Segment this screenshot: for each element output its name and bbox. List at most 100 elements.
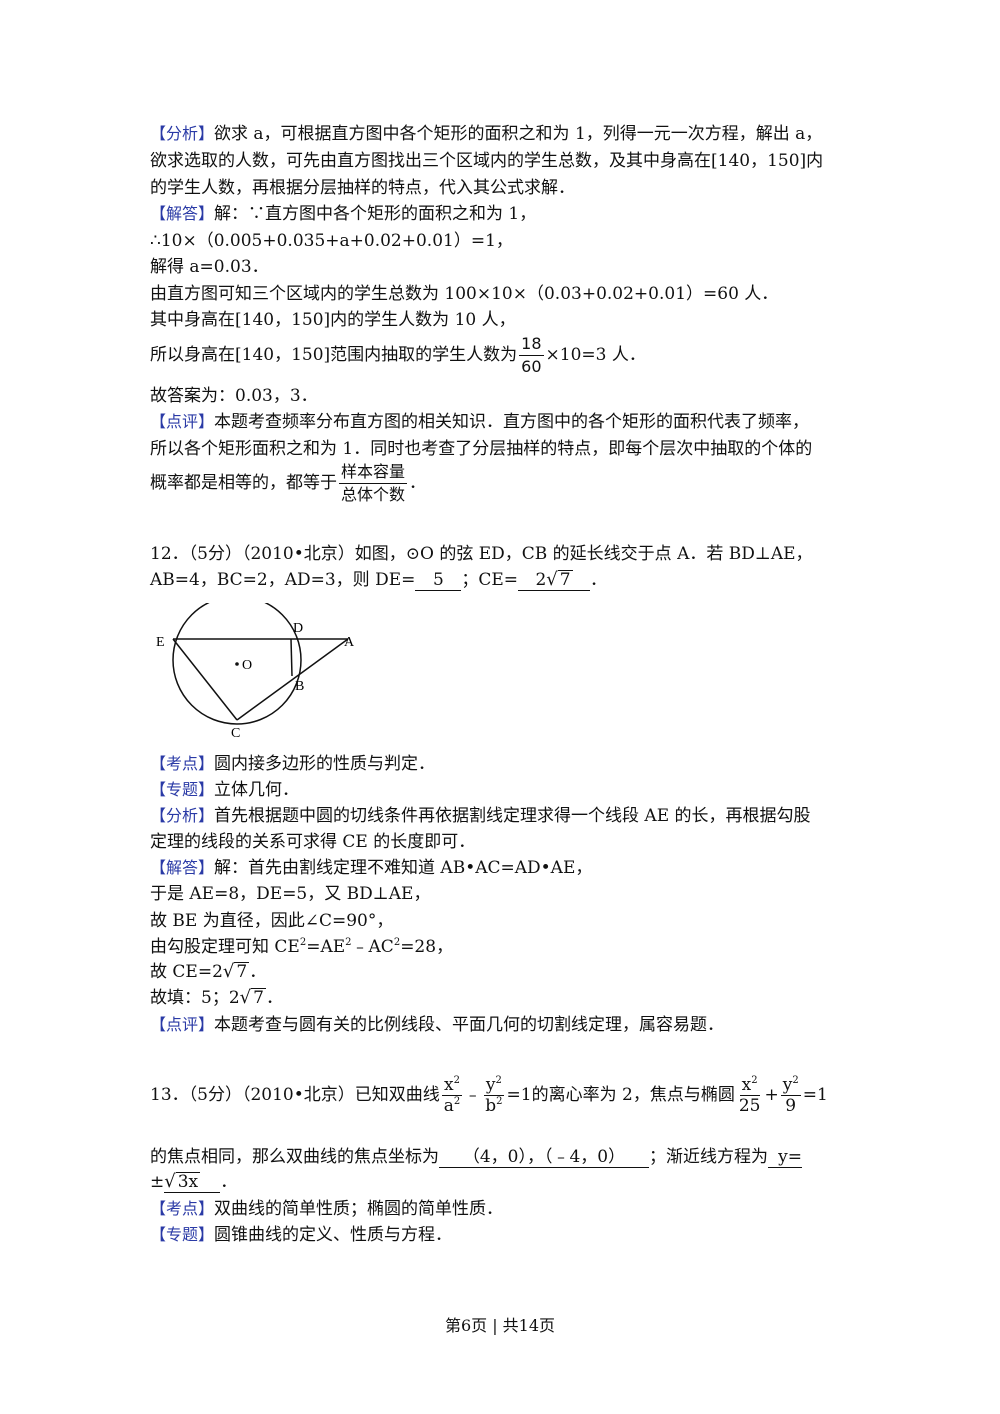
q12-solution-line-2: 于是 AE=8，DE=5，又 BD⊥AE， bbox=[150, 884, 431, 904]
numerator-var: x bbox=[444, 1075, 454, 1095]
fraction-denominator: 9 bbox=[785, 1096, 797, 1116]
answer-blank-ce: 2√7 bbox=[518, 570, 591, 591]
fraction-numerator: 样本容量 bbox=[339, 461, 408, 484]
q13-kaodian-line: 【考点】双曲线的简单性质；椭圆的简单性质． bbox=[150, 1197, 503, 1221]
zhuanti-tag: 【专题】 bbox=[150, 1225, 215, 1244]
superscript: 2 bbox=[495, 1075, 502, 1086]
sqrt-radicand: 7 bbox=[234, 962, 250, 982]
numerator-var: x bbox=[741, 1075, 752, 1095]
q11-solution-line-1: 【解答】解：∵直方图中各个矩形的面积之和为 1， bbox=[150, 202, 536, 226]
fraction-denominator: 25 bbox=[738, 1096, 761, 1116]
superscript: 2 bbox=[345, 937, 352, 948]
fraction-sample-over-population: 样本容量总体个数 bbox=[339, 461, 408, 506]
analysis-tag: 【分析】 bbox=[150, 806, 215, 825]
comment-tag: 【点评】 bbox=[150, 412, 215, 431]
fraction-denominator: a2 bbox=[442, 1096, 463, 1116]
q12-zhuanti-line: 【专题】立体几何． bbox=[150, 778, 299, 802]
q11-solution-6-post: ×10=3 人． bbox=[545, 345, 646, 365]
plus-sign: + bbox=[764, 1085, 779, 1105]
q13-kaodian-text: 双曲线的简单性质；椭圆的简单性质． bbox=[214, 1199, 504, 1219]
q12-solution-line-1: 【解答】解：首先由割线定理不难知道 AB•AC=AD•AE， bbox=[150, 856, 592, 880]
q12-header-2-post: ． bbox=[590, 570, 608, 590]
q12-solution-line-3: 故 BE 为直径，因此∠C=90°， bbox=[150, 911, 394, 931]
q13-line-3-post: ． bbox=[220, 1172, 238, 1192]
sqrt-coefficient: 2 bbox=[212, 962, 223, 982]
superscript: 2 bbox=[453, 1075, 460, 1086]
q11-analysis-line-2: 欲求选取的人数，可先由直方图找出三个区域内的学生总数，及其中身高在[140，15… bbox=[150, 151, 824, 171]
fraction-denominator: b2 bbox=[483, 1096, 504, 1116]
analysis-tag: 【分析】 bbox=[150, 124, 215, 143]
superscript: 2 bbox=[792, 1075, 799, 1086]
q11-solution-line-7: 故答案为：0.03，3． bbox=[150, 386, 318, 406]
fraction-numerator: x2 bbox=[739, 1075, 760, 1096]
label-b: B bbox=[295, 679, 304, 694]
q12-solution-6-post: ． bbox=[265, 988, 283, 1008]
sqrt-radicand: 3x bbox=[175, 1172, 201, 1192]
q12-comment-text: 本题考查与圆有关的比例线段、平面几何的切割线定理，属容易题． bbox=[214, 1015, 725, 1035]
circle-secant-figure: E D A O B C bbox=[156, 603, 355, 741]
answer-blank-focus: （4，0），（﹣4，0） bbox=[439, 1147, 649, 1168]
answer-blank-asymptote-end: √3x bbox=[164, 1171, 221, 1193]
q12-analysis-line-2: 定理的线段的关系可求得 CE 的长度即可． bbox=[150, 832, 476, 852]
q13-header-pre: 13．（5分）（2010•北京）已知双曲线 bbox=[150, 1085, 440, 1105]
kaodian-tag: 【考点】 bbox=[150, 1199, 215, 1218]
superscript: 2 bbox=[393, 937, 401, 948]
q12-solution-5-post: ． bbox=[249, 962, 267, 982]
q12-header-2-mid: ；CE= bbox=[461, 570, 519, 590]
solution-tag: 【解答】 bbox=[150, 858, 215, 877]
fraction-numerator: y2 bbox=[780, 1075, 801, 1096]
q12-analysis-text-1: 首先根据题中圆的切线条件再依据割线定理求得一个线段 AE 的长，再根据勾股 bbox=[214, 806, 811, 826]
q12-solution-4-b: =AE bbox=[306, 937, 346, 957]
q12-solution-line-5: 故 CE=2√7． bbox=[150, 960, 266, 984]
superscript: 2 bbox=[299, 937, 307, 948]
sqrt-icon: √ bbox=[164, 1171, 176, 1192]
numerator-var: y bbox=[485, 1075, 496, 1095]
q13-zhuanti-text: 圆锥曲线的定义、性质与方程． bbox=[214, 1225, 453, 1245]
fraction-denominator: 60 bbox=[521, 357, 542, 376]
q13-zhuanti-line: 【专题】圆锥曲线的定义、性质与方程． bbox=[150, 1223, 452, 1247]
q12-header-line-1: 12．（5分）（2010•北京）如图，⊙O 的弦 ED，CB 的延长线交于点 A… bbox=[150, 544, 813, 564]
label-d: D bbox=[293, 621, 303, 636]
q11-solution-line-4: 由直方图可知三个区域内的学生总数为 100×10×（0.03+0.02+0.01… bbox=[150, 284, 779, 304]
minus-sign: ﹣ bbox=[464, 1085, 482, 1105]
label-c: C bbox=[231, 726, 240, 741]
superscript: 2 bbox=[751, 1075, 758, 1086]
sqrt-radicand: 7 bbox=[251, 988, 266, 1008]
label-o: O bbox=[242, 658, 252, 673]
comment-tag: 【点评】 bbox=[150, 1015, 215, 1034]
q12-header-line-2: AB=4，BC=2，AD=3，则 DE=5；CE=2√7． bbox=[150, 568, 607, 592]
sqrt-coefficient: 2 bbox=[228, 988, 240, 1008]
circle-o bbox=[172, 603, 302, 725]
q13-line-2-mid: ；渐近线方程为 bbox=[649, 1147, 768, 1167]
kaodian-tag: 【考点】 bbox=[150, 754, 215, 773]
superscript: 2 bbox=[453, 1096, 461, 1107]
equals-one: =1 bbox=[802, 1085, 828, 1105]
q12-solution-4-a: 由勾股定理可知 CE bbox=[150, 937, 300, 957]
answer-blank-asymptote-start: y= bbox=[768, 1147, 802, 1168]
label-a: A bbox=[344, 635, 355, 650]
q12-analysis-line-1: 【分析】首先根据题中圆的切线条件再依据割线定理求得一个线段 AE 的长，再根据勾… bbox=[150, 804, 811, 828]
q12-zhuanti-text: 立体几何． bbox=[214, 780, 300, 800]
q13-line-2-pre: 的焦点相同，那么双曲线的焦点坐标为 bbox=[150, 1147, 439, 1167]
q12-solution-4-c: ﹣AC bbox=[351, 937, 394, 957]
segment-ca bbox=[236, 638, 349, 721]
fraction-numerator: x2 bbox=[442, 1075, 462, 1096]
sqrt-radicand: 7 bbox=[557, 570, 573, 590]
segment-db bbox=[290, 638, 293, 677]
q12-solution-4-d: =28， bbox=[400, 937, 454, 957]
q11-solution-line-3: 解得 a=0.03． bbox=[150, 257, 269, 277]
center-point-o bbox=[235, 662, 239, 666]
q11-analysis-line-3: 的学生人数，再根据分层抽样的特点，代入其公式求解． bbox=[150, 178, 575, 198]
q11-comment-3-post: ． bbox=[409, 473, 427, 493]
q11-comment-3-pre: 概率都是相等的，都等于 bbox=[150, 473, 337, 493]
q12-kaodian-line: 【考点】圆内接多边形的性质与判定． bbox=[150, 752, 435, 776]
superscript: 2 bbox=[496, 1096, 503, 1107]
solution-tag: 【解答】 bbox=[150, 204, 215, 223]
q11-comment-line-3: 概率都是相等的，都等于样本容量总体个数． bbox=[150, 461, 426, 506]
fraction-numerator: 18 bbox=[519, 333, 544, 356]
